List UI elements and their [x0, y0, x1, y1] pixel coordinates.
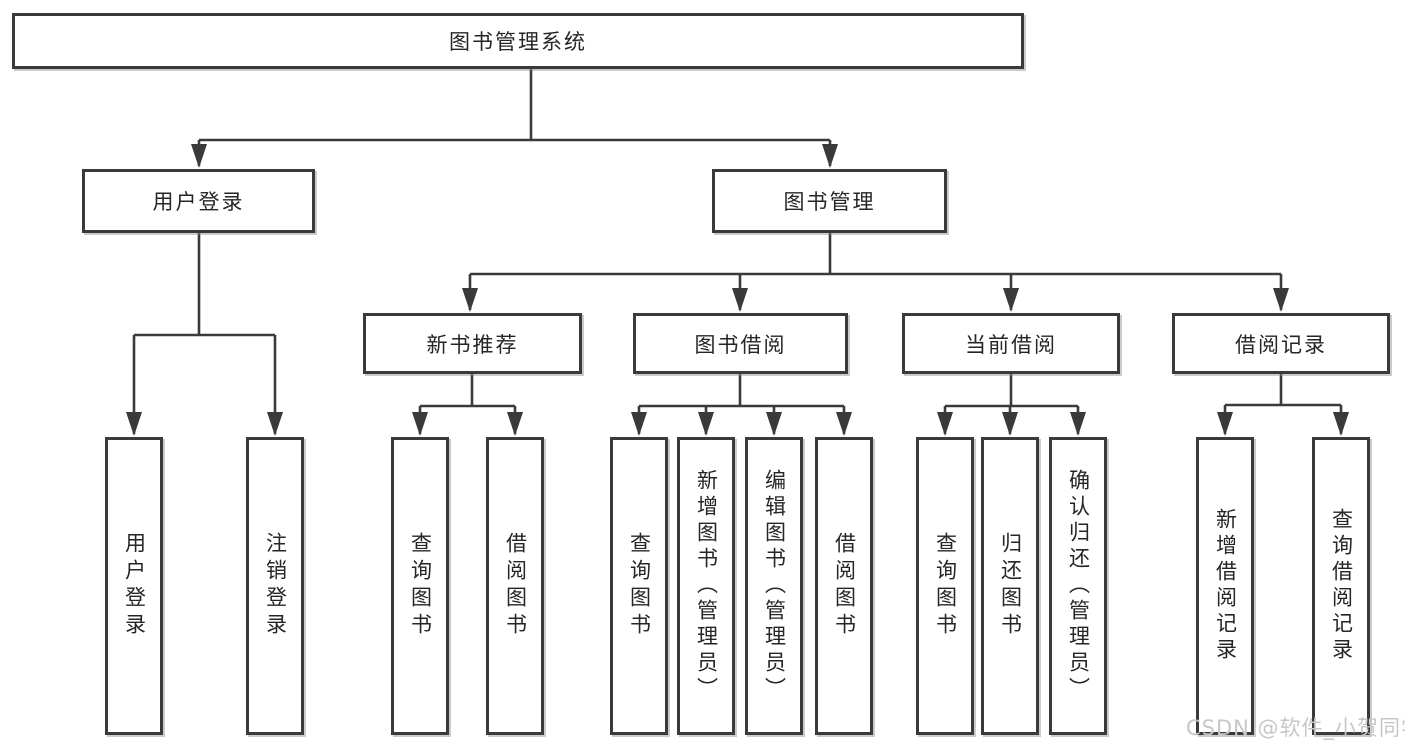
leaf-label: 新增借阅记录	[1213, 508, 1238, 664]
leaf-label: 查询借阅记录	[1329, 508, 1354, 664]
leaf-edit-book-admin: 编辑图书（管理员）	[745, 437, 803, 735]
leaf-user-login: 用户登录	[105, 437, 163, 735]
leaf-label: 查询图书	[627, 532, 652, 640]
leaf-borrow-books: 借阅图书	[815, 437, 873, 735]
arrowheads	[126, 144, 1349, 436]
leaf-query-books: 查询图书	[916, 437, 974, 735]
leaf-return-book: 归还图书	[981, 437, 1039, 735]
leaf-label: 查询图书	[933, 532, 958, 640]
leaf-query-books: 查询图书	[610, 437, 668, 735]
node-label: 当前借阅	[965, 332, 1057, 357]
node-book-management: 图书管理	[712, 169, 947, 233]
node-current-borrowing: 当前借阅	[902, 313, 1120, 374]
node-label: 用户登录	[152, 190, 245, 214]
node-library-system: 图书管理系统	[12, 13, 1024, 69]
leaf-label: 编辑图书（管理员）	[762, 469, 787, 703]
node-borrowing-records: 借阅记录	[1172, 313, 1390, 374]
node-label: 借阅记录	[1235, 332, 1327, 357]
node-book-borrowing: 图书借阅	[633, 313, 848, 374]
leaf-label: 确认归还（管理员）	[1066, 469, 1091, 703]
leaf-add-book-admin: 新增图书（管理员）	[677, 437, 735, 735]
node-label: 新书推荐	[426, 332, 519, 357]
csdn-watermark: CSDN @软件_小贺同学	[1186, 716, 1405, 740]
leaf-logout: 注销登录	[246, 437, 304, 735]
node-label: 图书借阅	[694, 332, 787, 357]
leaf-query-borrow-record: 查询借阅记录	[1312, 437, 1370, 735]
leaf-label: 查询图书	[408, 532, 433, 640]
leaf-confirm-return-admin: 确认归还（管理员）	[1049, 437, 1107, 735]
leaf-label: 新增图书（管理员）	[694, 469, 719, 703]
node-new-book-recommendation: 新书推荐	[363, 313, 582, 374]
leaf-label: 借阅图书	[832, 532, 857, 640]
leaf-label: 归还图书	[998, 532, 1023, 640]
leaf-label: 用户登录	[122, 532, 147, 640]
leaf-label: 借阅图书	[503, 532, 528, 640]
leaf-borrow-books: 借阅图书	[486, 437, 544, 735]
node-label: 图书管理系统	[449, 30, 587, 54]
leaf-add-borrow-record: 新增借阅记录	[1196, 437, 1254, 735]
node-label: 图书管理	[783, 190, 876, 214]
node-user-login: 用户登录	[82, 169, 315, 233]
leaf-query-books: 查询图书	[391, 437, 449, 735]
leaf-label: 注销登录	[263, 532, 288, 640]
